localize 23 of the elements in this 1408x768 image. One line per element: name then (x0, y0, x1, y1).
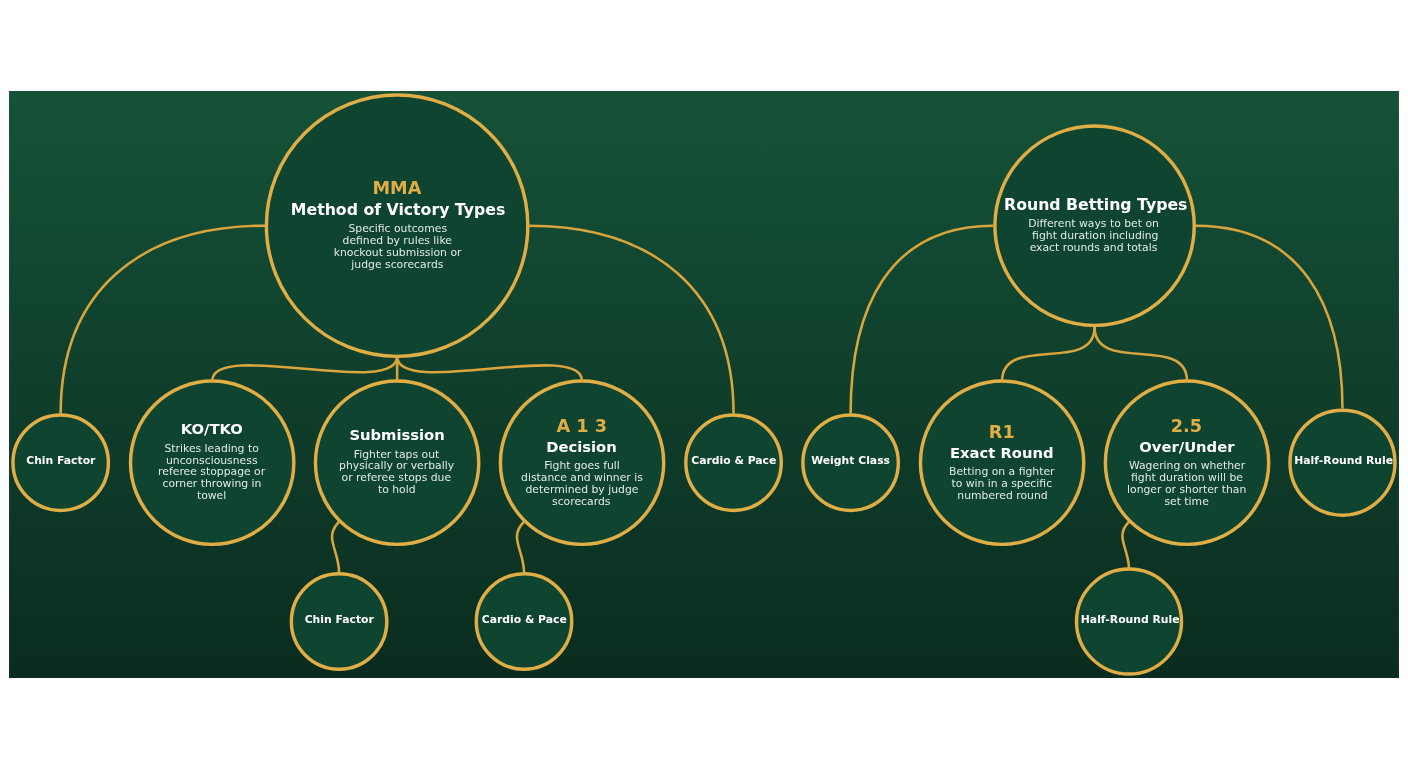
node-circle: Cardio & Pace (474, 571, 574, 671)
connector (1121, 520, 1131, 569)
node-circle: Half-Round Rule (1074, 566, 1184, 676)
node-circle: Weight Class (801, 412, 901, 512)
node-circle: Cardio & Pace (684, 412, 783, 512)
connector (1195, 223, 1344, 409)
node-circle: A 1 3 Decision Fight goes full distance and winner is determined by judge scorecards (498, 378, 666, 546)
connector (59, 223, 266, 414)
connector (528, 223, 735, 414)
node-circle: Half-Round Rule (1288, 408, 1397, 517)
connector (395, 355, 584, 382)
connector (1093, 326, 1189, 381)
node-circle: Submission Fighter taps out physically or verbally or referee stops due to hold (313, 378, 481, 546)
node-circle: R1 Exact Round Betting on a fighter to win in a specific numbered round (918, 378, 1086, 546)
connector (849, 223, 994, 414)
node-circle: Chin Factor (289, 571, 389, 671)
node-circle: Round Betting Types Different ways to bet on fight duration including exact rounds and totals (993, 123, 1196, 327)
connector (515, 520, 526, 572)
node-circle: MMA Method of Victory Types Specific outcomes defined by rules like knockout submission or judge scorecards (264, 92, 530, 358)
node-circle: 2.5 Over/Under Wagering on whether fight duration will be longer or shorter than set time (1103, 378, 1271, 546)
node-circle: KO/TKO Strikes leading to unconsciousness referee stoppage or corner throwing in towel (128, 378, 296, 546)
node-circle: Chin Factor (11, 412, 111, 512)
connector (330, 520, 341, 572)
